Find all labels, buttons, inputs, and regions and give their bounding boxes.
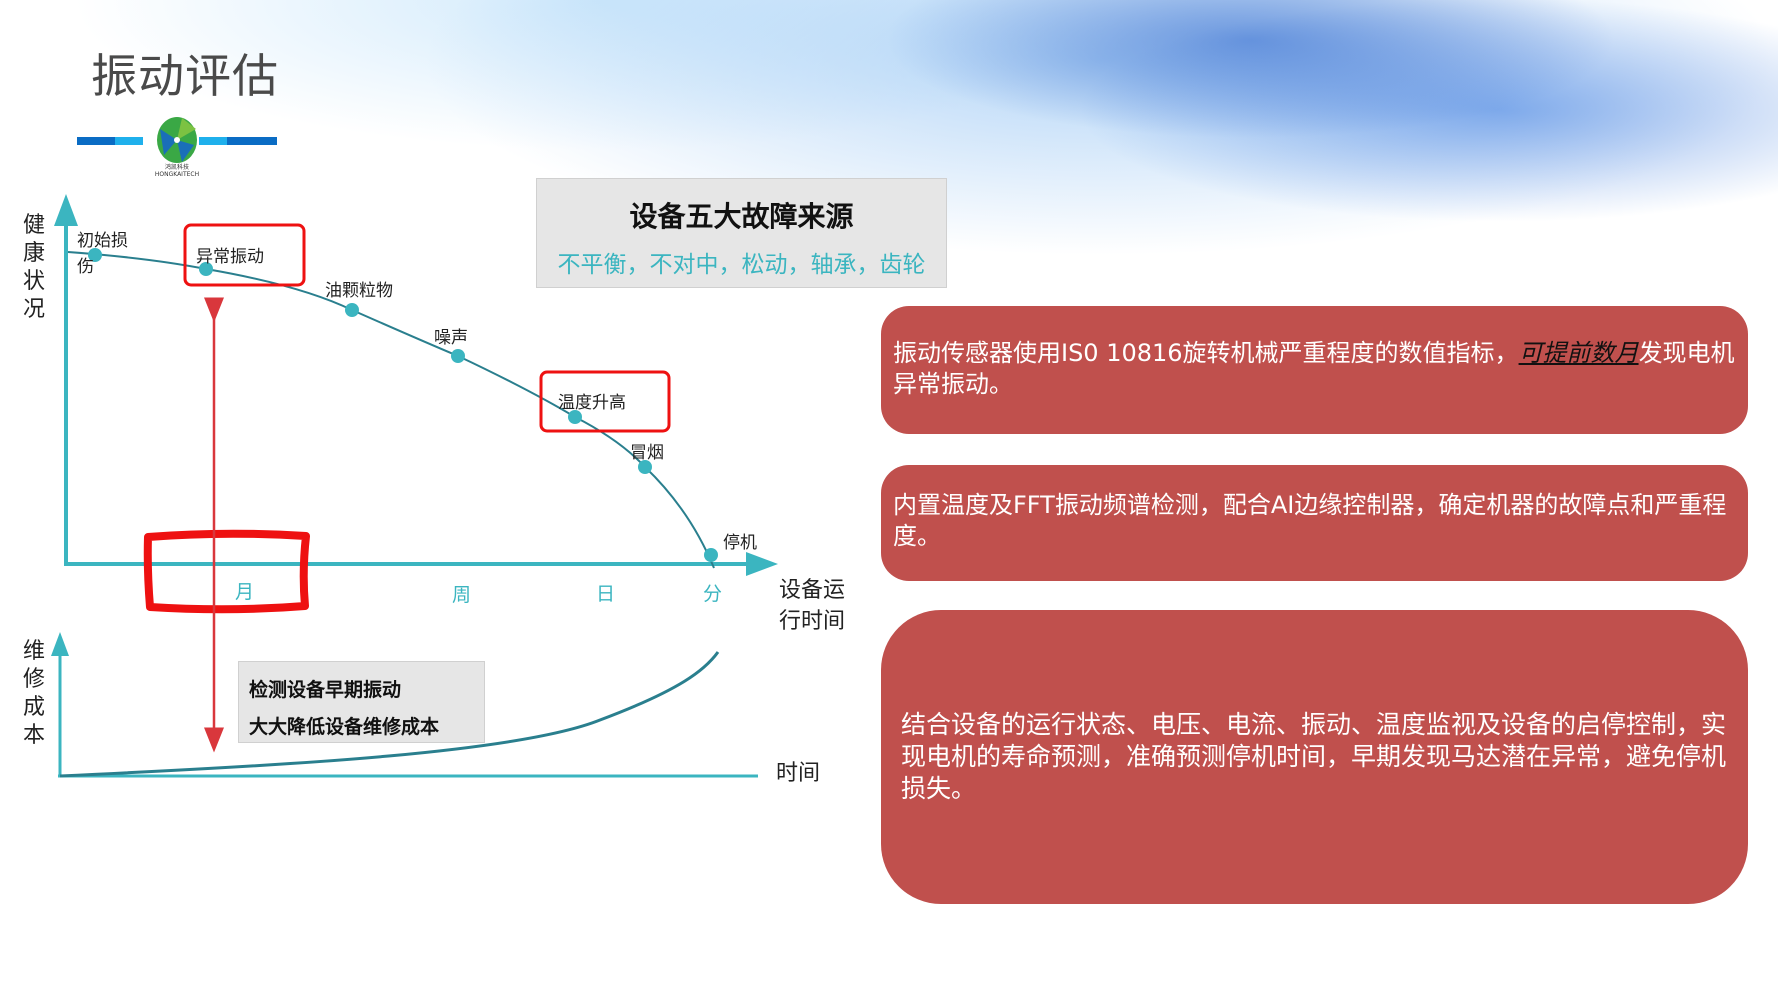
info-box-early-detection: 振动传感器使用IS0 10816旋转机械严重程度的数值指标，可提前数月发现电机异… (881, 306, 1748, 434)
tick-week: 周 (452, 584, 471, 606)
info-text: 发现电机异常振动。 (893, 339, 1735, 398)
tick-month: 月 (235, 581, 254, 603)
info-text: 振动传感器使用IS0 10816旋转机械严重程度的数值指标， (893, 339, 1519, 367)
highlight-temperature-rise (539, 370, 671, 433)
stage-dot (345, 303, 359, 317)
info-text: 内置温度及FFT振动频谱检测，配合AI边缘控制器，确定机器的故障点和严重程度。 (893, 491, 1727, 550)
logo-text-en: HONGKAITECH (154, 171, 200, 178)
info-text: 结合设备的运行状态、电压、电流、振动、温度监视及设备的启停控制，实现电机的寿命预… (901, 710, 1727, 803)
fault-sources-box: 设备五大故障来源 不平衡，不对中，松动，轴承，齿轮 (536, 178, 947, 288)
fault-sources-list: 不平衡，不对中，松动，轴承，齿轮 (557, 252, 926, 278)
stage-dot (88, 248, 102, 262)
stage-label-abnormal-vibration: 异常振动 (196, 247, 264, 267)
cost-x-label: 时间 (776, 761, 820, 786)
stage-label-initial-damage-2: 伤 (77, 257, 94, 277)
stage-dot (704, 548, 718, 562)
stage-label-smoke: 冒烟 (630, 443, 664, 463)
stage-label-temperature-rise: 温度升高 (558, 393, 626, 413)
health-y-label: 健康状况 (22, 213, 45, 322)
cost-note-line1: 检测设备早期振动 (249, 679, 402, 701)
cost-note-box: 检测设备早期振动 大大降低设备维修成本 (238, 661, 485, 743)
cost-curve (59, 651, 720, 778)
stage-label-initial-damage: 初始损 (77, 231, 128, 251)
stage-dot (638, 460, 652, 474)
health-x-label-1: 设备运 (779, 578, 845, 603)
stage-dot (451, 349, 465, 363)
health-x-label-2: 行时间 (779, 609, 845, 634)
stage-dot (199, 262, 213, 276)
stage-dot (568, 410, 582, 424)
info-highlight: 可提前数月 (1518, 339, 1639, 367)
tick-day: 日 (596, 583, 615, 605)
cost-y-label: 维修成本 (22, 639, 45, 748)
tick-minute: 分 (703, 583, 722, 605)
info-box-fft: 内置温度及FFT振动频谱检测，配合AI边缘控制器，确定机器的故障点和严重程度。 (881, 465, 1748, 581)
highlight-abnormal-vibration (183, 223, 306, 287)
fault-sources-heading: 设备五大故障来源 (629, 200, 854, 233)
page-title: 振动评估 (91, 49, 279, 103)
logo-text-cn: 鸿凯科技 (164, 164, 189, 171)
stage-label-shutdown: 停机 (723, 533, 757, 553)
cost-note-line2: 大大降低设备维修成本 (249, 716, 440, 738)
highlight-month-marker (143, 529, 310, 614)
logo-icon (157, 117, 197, 163)
left-margin (0, 0, 48, 1000)
logo: 鸿凯科技 HONGKAITECH (77, 112, 277, 178)
stage-label-noise: 噪声 (434, 328, 468, 348)
info-box-life-prediction: 结合设备的运行状态、电压、电流、振动、温度监视及设备的启停控制，实现电机的寿命预… (881, 610, 1748, 904)
stage-label-oil-particles: 油颗粒物 (325, 281, 393, 301)
